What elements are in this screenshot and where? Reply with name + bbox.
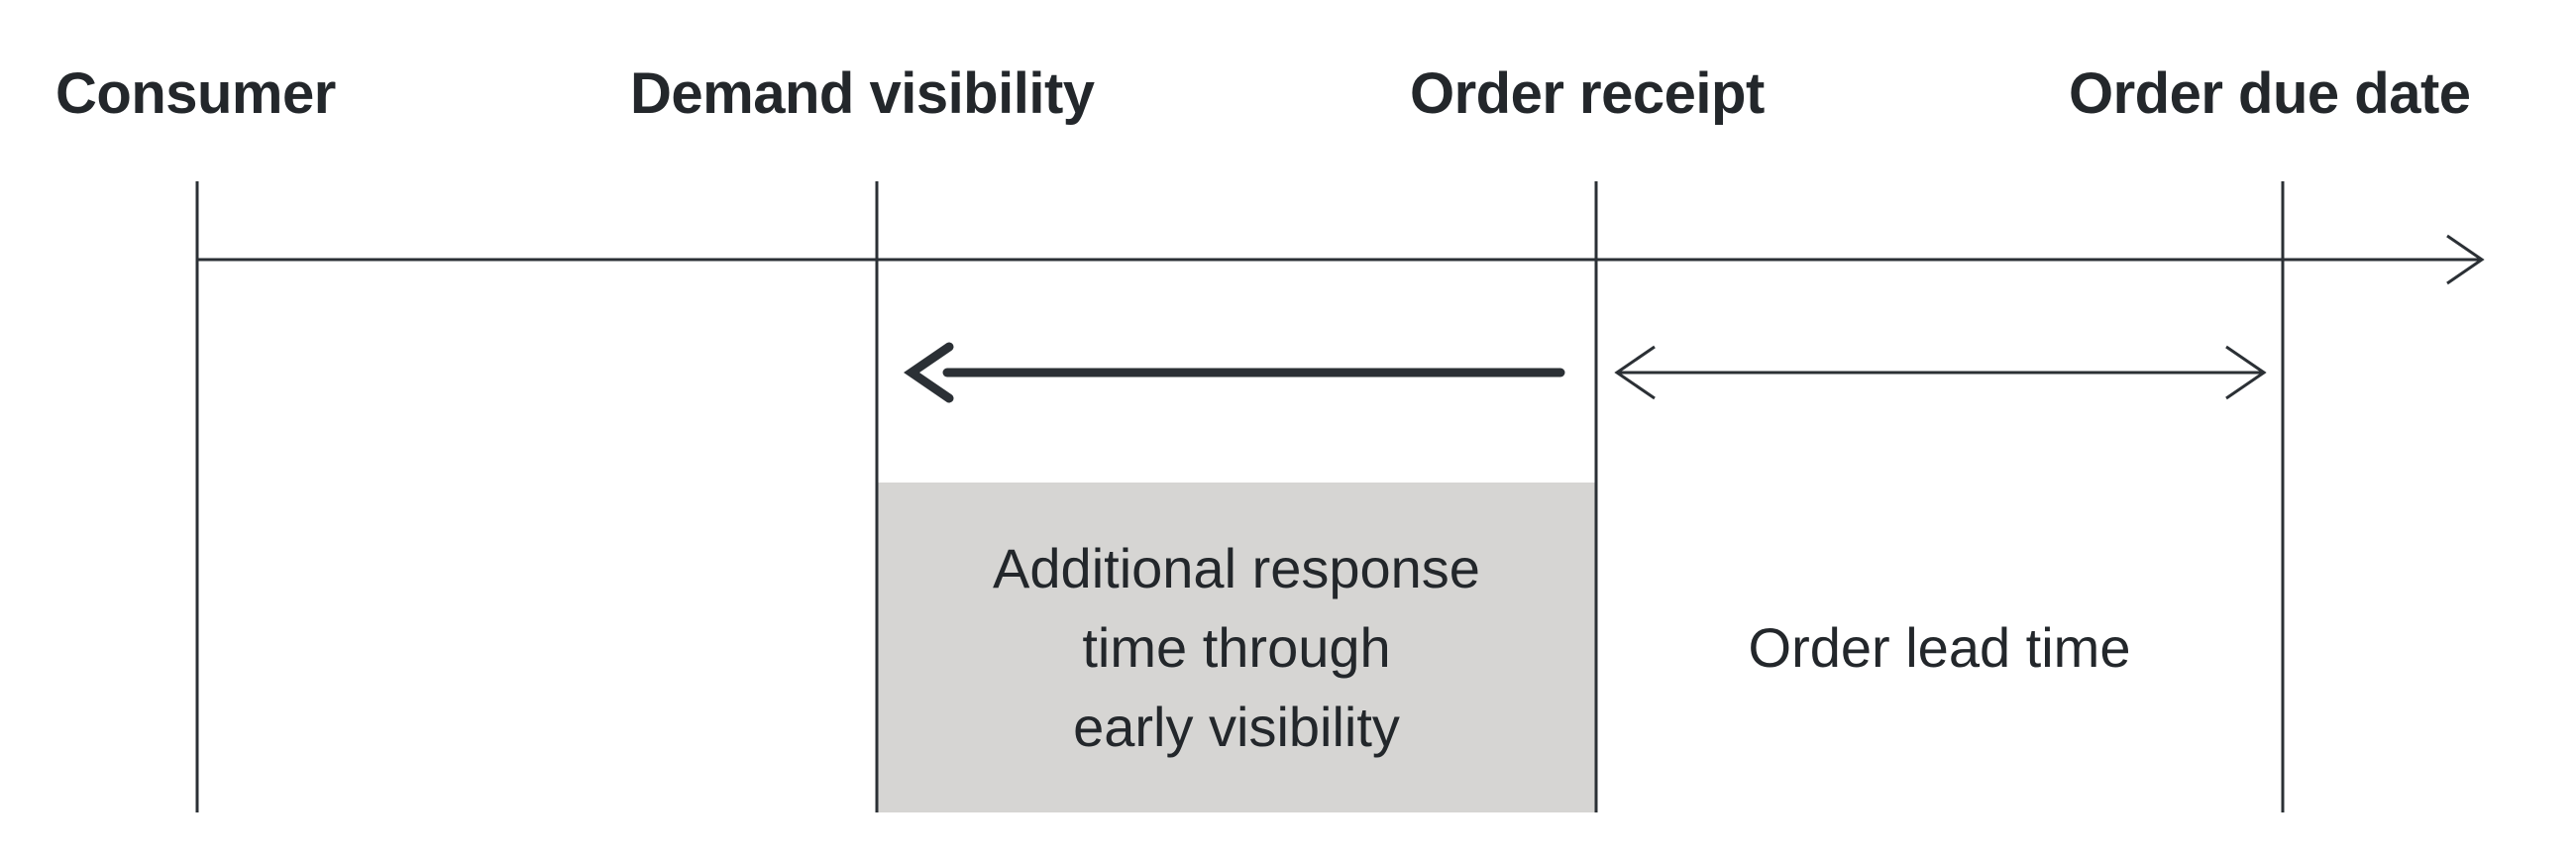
timeline-arrowhead [2446,234,2485,285]
order-lead-time-arrowhead-left [1614,345,1656,400]
milestone-label-consumer: Consumer [55,61,336,126]
additional-response-line-3: early visibility [1073,695,1400,758]
order-lead-time-label: Order lead time [1596,483,2283,812]
milestone-label-order-due-date: Order due date [2069,61,2471,126]
additional-response-arrowhead [904,342,954,403]
order-lead-time-arrowhead-right [2225,345,2267,400]
milestone-label-demand-visibility: Demand visibility [630,61,1095,126]
additional-response-line-1: Additional response [993,536,1480,599]
order-lead-time-text: Order lead time [1748,615,2131,679]
additional-response-line-2: time through [1082,615,1391,679]
milestone-label-order-receipt: Order receipt [1410,61,1765,126]
additional-response-box [877,483,1596,812]
additional-response-label: Additional response time through early v… [877,483,1596,812]
